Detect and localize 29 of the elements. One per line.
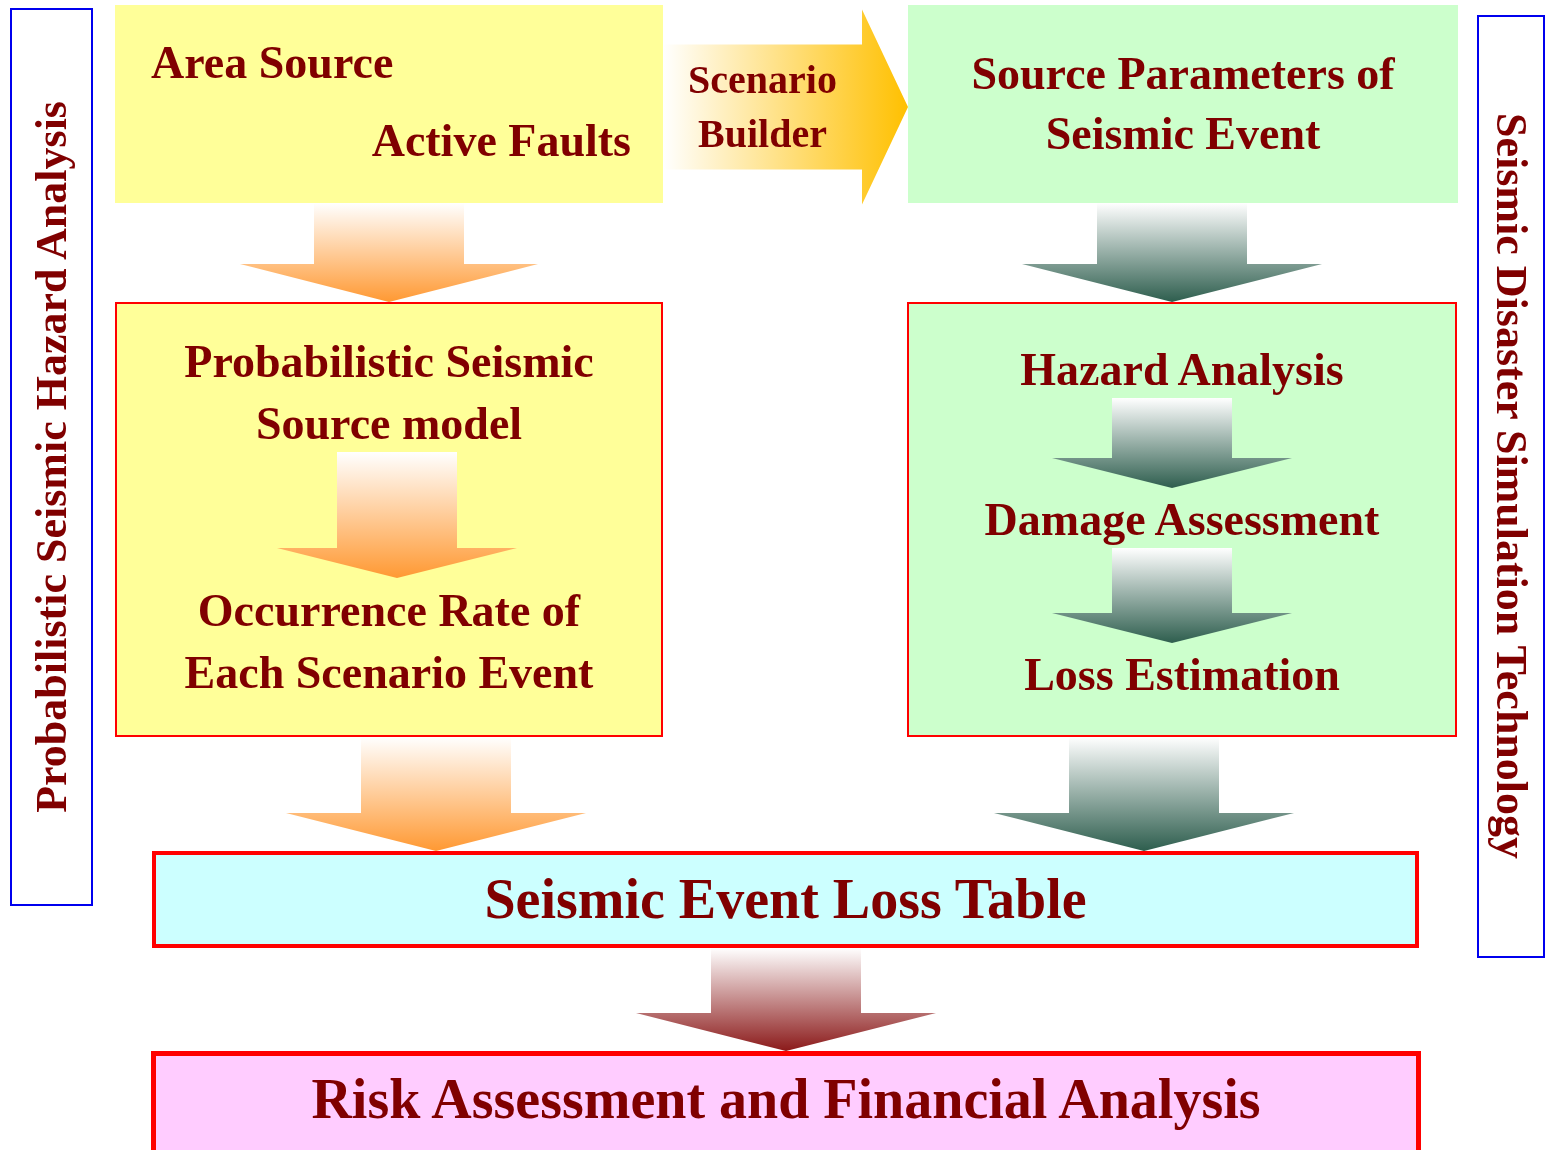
edge-label: Scenario Builder (687, 56, 838, 158)
box-text: Seismic Event Loss Table (484, 867, 1087, 933)
block-arrow (1052, 398, 1292, 488)
step-label: Probabilistic Seismic Source model (125, 332, 653, 454)
box-text: Risk Assessment and Financial Analysis (311, 1066, 1261, 1132)
side-label: Probabilistic Seismic Hazard Analysis (29, 101, 74, 813)
step-label: Occurrence Rate of Each Scenario Event (147, 580, 631, 704)
side-label: Seismic Disaster Simulation Technology (1489, 113, 1533, 860)
block-arrow (1022, 203, 1322, 302)
block-arrow (1052, 548, 1292, 643)
block-arrow (240, 203, 538, 302)
process-box (907, 302, 1457, 737)
side-label-box (10, 8, 93, 906)
process-box (152, 851, 1419, 948)
box-text: Source Parameters of Seismic Event (970, 47, 1396, 161)
box-text: Area Source (151, 36, 394, 90)
process-box (908, 5, 1458, 203)
block-arrow (277, 452, 517, 578)
step-label: Damage Assessment (917, 490, 1447, 550)
step-label: Hazard Analysis (917, 340, 1447, 400)
side-label-box (1477, 15, 1545, 958)
process-box (115, 302, 663, 737)
process-box (151, 1051, 1421, 1150)
block-arrow (636, 948, 936, 1051)
process-box (115, 5, 663, 203)
block-arrow (994, 737, 1294, 851)
block-arrow (286, 737, 586, 851)
step-label: Loss Estimation (917, 645, 1447, 705)
box-text: Active Faults (371, 113, 631, 168)
